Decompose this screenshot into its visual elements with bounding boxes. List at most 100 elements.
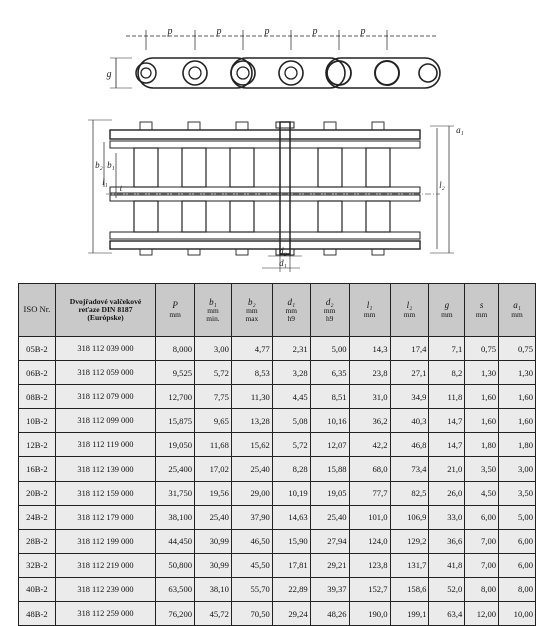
value-cell: 22,89 bbox=[271, 576, 311, 603]
part-code-cell: 318 112 139 000 bbox=[54, 456, 157, 482]
dim-label-d2: d₂ bbox=[279, 246, 287, 256]
value-cell: 3,00 bbox=[194, 335, 232, 362]
value-cell: 199,1 bbox=[389, 601, 430, 626]
value-cell: 29,24 bbox=[271, 601, 311, 626]
value-cell: 10,16 bbox=[309, 408, 350, 434]
column-header-note: min. bbox=[206, 313, 220, 323]
part-code-cell: 318 112 039 000 bbox=[54, 335, 157, 362]
column-header-sym: l₂ bbox=[406, 300, 413, 311]
value-cell: 55,70 bbox=[230, 576, 273, 603]
value-cell: 7,75 bbox=[194, 384, 232, 410]
column-header-line: (Európske) bbox=[87, 312, 124, 322]
value-cell: 25,40 bbox=[309, 504, 350, 530]
iso-number-cell: 08B-2 bbox=[18, 384, 56, 410]
value-cell: 8,000 bbox=[155, 335, 196, 362]
value-cell: 123,8 bbox=[348, 552, 391, 578]
plate-height-label: g bbox=[107, 69, 112, 80]
value-cell: 5,00 bbox=[309, 335, 350, 362]
value-cell: 40,3 bbox=[389, 408, 430, 434]
value-cell: 21,0 bbox=[428, 456, 466, 482]
value-cell: 6,00 bbox=[464, 504, 500, 530]
pitch-label: p bbox=[360, 26, 366, 37]
part-code-cell: 318 112 099 000 bbox=[54, 408, 157, 434]
value-cell: 30,99 bbox=[194, 528, 232, 554]
part-code-cell: 318 112 079 000 bbox=[54, 384, 157, 410]
iso-number-cell: 20B-2 bbox=[18, 480, 56, 506]
column-header-sym: s bbox=[479, 300, 484, 311]
value-cell: 27,94 bbox=[309, 528, 350, 554]
iso-number-cell: 05B-2 bbox=[18, 335, 56, 362]
value-cell: 10,00 bbox=[498, 601, 536, 626]
column-header-unit: mm bbox=[207, 305, 219, 315]
value-cell: 1,30 bbox=[464, 360, 500, 386]
dim-label-t: t bbox=[120, 183, 123, 193]
value-cell: 14,63 bbox=[271, 504, 311, 530]
dim-label-l2: l₂ bbox=[439, 180, 445, 190]
value-cell: 25,40 bbox=[230, 456, 273, 482]
value-cell: 36,6 bbox=[428, 528, 466, 554]
column-header-unit: mm bbox=[169, 309, 181, 319]
value-cell: 52,0 bbox=[428, 576, 466, 603]
value-cell: 4,77 bbox=[230, 335, 273, 362]
value-cell: 101,0 bbox=[348, 504, 391, 530]
chain-drawing: p p p p p g bbox=[88, 26, 464, 272]
iso-number-cell: 12B-2 bbox=[18, 432, 56, 458]
value-cell: 1,30 bbox=[498, 360, 536, 386]
value-cell: 39,37 bbox=[309, 576, 350, 603]
value-cell: 7,1 bbox=[428, 335, 466, 362]
value-cell: 4,50 bbox=[464, 480, 500, 506]
value-cell: 6,35 bbox=[309, 360, 350, 386]
value-cell: 10,19 bbox=[271, 480, 311, 506]
value-cell: 42,2 bbox=[348, 432, 391, 458]
value-cell: 19,05 bbox=[309, 480, 350, 506]
iso-number-cell: 10B-2 bbox=[18, 408, 56, 434]
value-cell: 50,800 bbox=[155, 552, 196, 578]
column-header-sym: b₂ bbox=[248, 296, 256, 307]
part-code-cell: 318 112 239 000 bbox=[54, 576, 157, 603]
value-cell: 12,00 bbox=[464, 601, 500, 626]
value-cell: 23,8 bbox=[348, 360, 391, 386]
value-cell: 70,50 bbox=[230, 601, 273, 626]
value-cell: 8,00 bbox=[464, 576, 500, 603]
value-cell: 3,28 bbox=[271, 360, 311, 386]
value-cell: 46,8 bbox=[389, 432, 430, 458]
iso-number-cell: 16B-2 bbox=[18, 456, 56, 482]
value-cell: 44,450 bbox=[155, 528, 196, 554]
value-cell: 31,750 bbox=[155, 480, 196, 506]
value-cell: 63,500 bbox=[155, 576, 196, 603]
value-cell: 19,56 bbox=[194, 480, 232, 506]
part-code-cell: 318 112 219 000 bbox=[54, 552, 157, 578]
value-cell: 77,7 bbox=[348, 480, 391, 506]
value-cell: 9,65 bbox=[194, 408, 232, 434]
value-cell: 3,50 bbox=[464, 456, 500, 482]
part-code-cell: 318 112 159 000 bbox=[54, 480, 157, 506]
column-header-unit: mm bbox=[285, 305, 298, 315]
value-cell: 8,51 bbox=[309, 384, 350, 410]
value-cell: 13,28 bbox=[230, 408, 273, 434]
value-cell: 27,1 bbox=[389, 360, 430, 386]
chain-top-view bbox=[88, 119, 454, 272]
column-header-line: ISO Nr. bbox=[23, 304, 51, 315]
value-cell: 124,0 bbox=[348, 528, 391, 554]
value-cell: 14,7 bbox=[428, 408, 466, 434]
dim-label-l1: l₁ bbox=[102, 177, 108, 187]
value-cell: 1,80 bbox=[464, 432, 500, 458]
value-cell: 14,3 bbox=[348, 335, 391, 362]
iso-number-cell: 32B-2 bbox=[18, 552, 56, 578]
iso-number-cell: 48B-2 bbox=[18, 601, 56, 626]
value-cell: 15,875 bbox=[155, 408, 196, 434]
value-cell: 1,60 bbox=[464, 384, 500, 410]
value-cell: 6,00 bbox=[498, 552, 536, 578]
value-cell: 5,72 bbox=[271, 432, 311, 458]
value-cell: 33,0 bbox=[428, 504, 466, 530]
